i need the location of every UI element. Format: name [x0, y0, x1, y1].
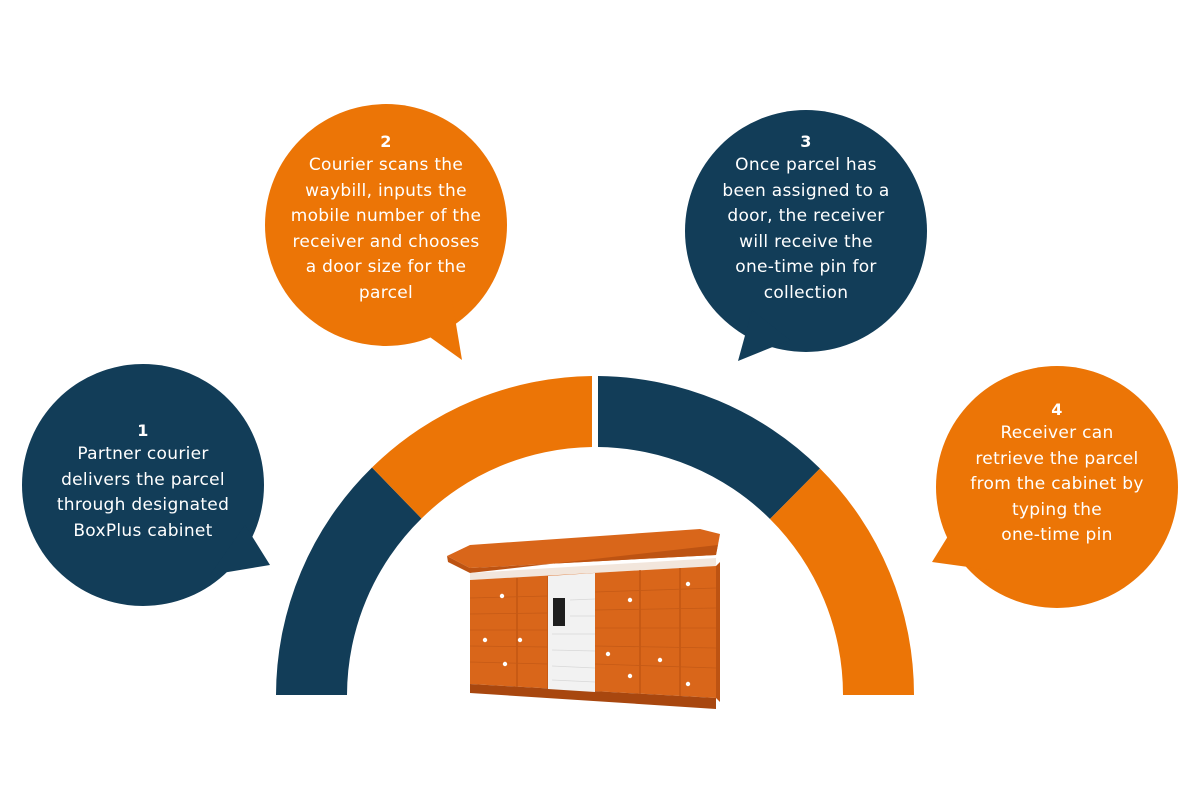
step-3-description: Once parcel has been assigned to a door,…	[722, 155, 890, 303]
progress-arc	[276, 376, 915, 695]
arc-segment-4	[770, 468, 915, 695]
step-3-text: 3 Once parcel has been assigned to a doo…	[686, 131, 926, 306]
step-4-text: 4 Receiver can retrieve the parcel from …	[937, 399, 1177, 549]
speech-bubble-2	[265, 104, 507, 360]
step-1-text: 1 Partner courier delivers the parcel th…	[23, 420, 263, 544]
step-4-description: Receiver can retrieve the parcel from th…	[970, 423, 1144, 545]
speech-bubble-4	[932, 366, 1178, 608]
arc-segment-3	[598, 376, 820, 519]
step-3-number: 3	[800, 132, 812, 151]
arc-segment-1	[276, 467, 422, 695]
speech-bubble-1	[22, 364, 270, 606]
step-1-description: Partner courier delivers the parcel thro…	[56, 444, 230, 541]
step-1-number: 1	[137, 421, 149, 440]
parcel-locker-cabinet	[447, 529, 720, 709]
step-2-description: Courier scans the waybill, inputs the mo…	[290, 155, 482, 303]
arc-segment-2	[372, 376, 592, 519]
step-4-number: 4	[1051, 400, 1063, 419]
step-2-number: 2	[380, 132, 392, 151]
speech-bubble-3	[685, 110, 927, 361]
step-2-text: 2 Courier scans the waybill, inputs the …	[266, 131, 506, 306]
